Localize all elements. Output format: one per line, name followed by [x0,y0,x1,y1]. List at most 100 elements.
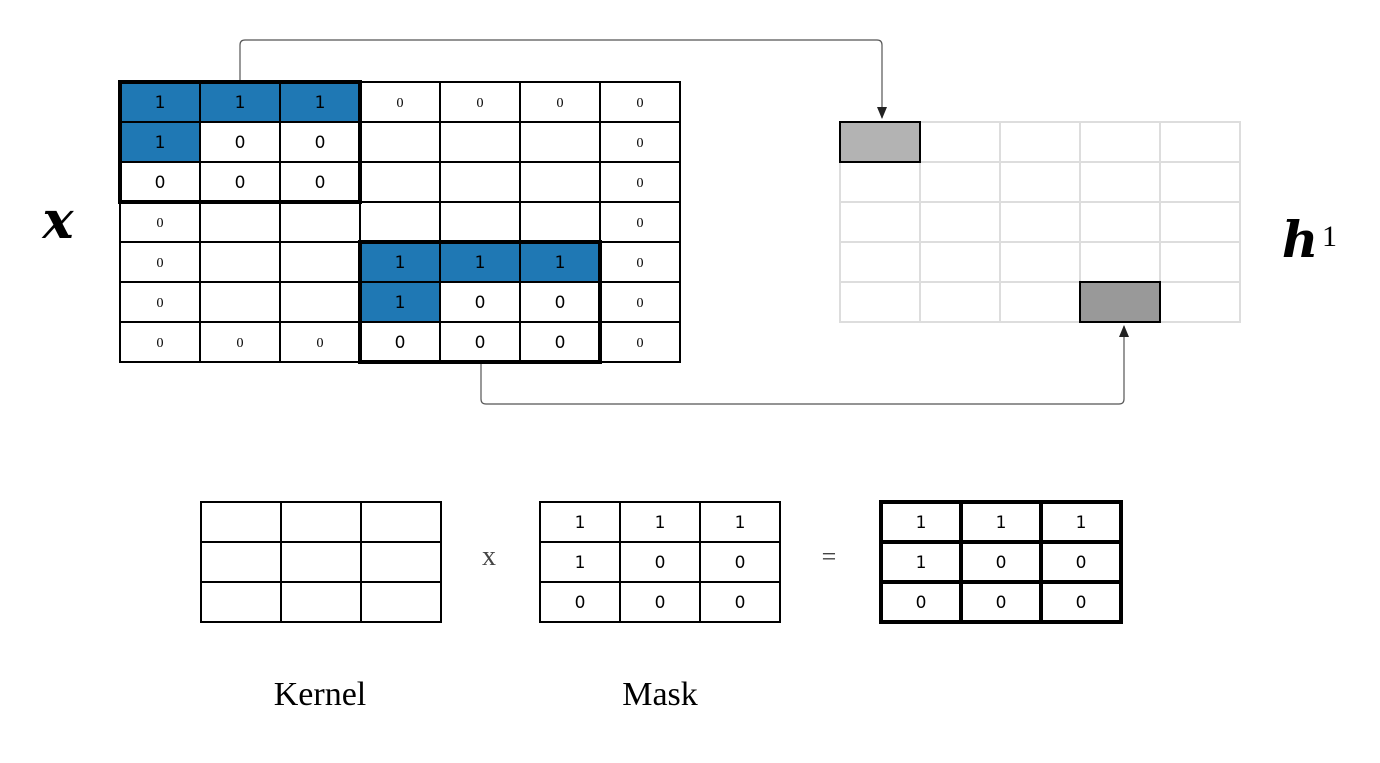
input-cell-value: 1 [155,93,166,113]
output-cell [999,121,1081,163]
kernel-matrix [200,501,442,623]
kernel-label: Kernel [274,676,367,713]
mask-cell [619,581,701,623]
output-cell [839,161,921,203]
input-cell [359,161,441,203]
input-cell [519,161,601,203]
input-cell [279,281,361,323]
input-cell-value: 0 [157,336,164,351]
input-cell-value: 0 [557,96,564,111]
input-cell [199,201,281,243]
input-cell [359,321,441,363]
output-cell-highlight-1 [839,121,921,163]
mask-cell [699,501,781,543]
kernel-cell [360,501,442,543]
output-cell [839,201,921,243]
output-cell [919,241,1001,283]
output-cell [1079,241,1161,283]
input-cell [599,161,681,203]
input-cell-value: 0 [477,96,484,111]
input-cell [439,201,521,243]
result-cell-value: 0 [916,593,927,613]
kernel-cell [200,541,282,583]
input-cell [599,201,681,243]
result-cell [959,580,1043,624]
result-cell-value: 1 [916,513,927,533]
input-cell-value: 0 [637,216,644,231]
input-cell [359,121,441,163]
input-cell-value: 0 [235,133,246,153]
output-cell [999,161,1081,203]
result-cell-value: 0 [996,593,1007,613]
input-cell-value: 0 [317,336,324,351]
input-cell-value: 0 [637,96,644,111]
mask-cell [699,581,781,623]
result-cell-value: 1 [1076,513,1087,533]
input-cell [599,321,681,363]
output-symbol-h: h [1282,210,1318,269]
output-cell-highlight-2 [1079,281,1161,323]
receptive-field-window-2 [358,240,602,364]
input-cell [279,241,361,283]
output-cell [1159,161,1241,203]
input-cell [439,161,521,203]
output-cell [919,121,1001,163]
mask-label: Mask [622,676,698,713]
kernel-cell [280,501,362,543]
mask-cell-value: 1 [655,513,666,533]
output-feature-map-h1 [839,121,1241,323]
output-cell [839,241,921,283]
result-cell [1039,540,1123,584]
mask-cell-value: 0 [655,593,666,613]
result-cell [1039,500,1123,544]
input-cell-value: 0 [555,333,566,353]
output-cell [919,201,1001,243]
kernel-cell [280,541,362,583]
result-cell [959,500,1043,544]
input-cell-value: 0 [475,333,486,353]
input-cell-value: 0 [157,256,164,271]
arrow-bottom-connector [480,326,1125,405]
result-cell [1039,580,1123,624]
output-cell [919,161,1001,203]
input-cell-value: 0 [237,336,244,351]
kernel-cell [200,581,282,623]
arrow-top-connector [239,39,883,118]
kernel-cell [280,581,362,623]
input-cell [599,81,681,123]
output-cell [839,281,921,323]
result-cell [879,580,963,624]
input-cell [519,201,601,243]
input-cell-value: 0 [637,296,644,311]
arrow-bottom-head [1119,325,1129,337]
input-cell-value: 0 [395,333,406,353]
result-cell-value: 0 [1076,593,1087,613]
mask-cell-value: 1 [575,513,586,533]
input-cell-value: 1 [555,253,566,273]
input-cell-value: 0 [637,176,644,191]
input-cell-value: 1 [235,93,246,113]
input-cell-value: 0 [315,133,326,153]
result-cell-value: 0 [996,553,1007,573]
output-cell [999,241,1081,283]
input-cell [279,81,361,123]
output-cell [999,281,1081,323]
mask-cell-value: 1 [575,553,586,573]
input-cell [519,321,601,363]
input-cell [199,281,281,323]
input-cell-value: 0 [555,293,566,313]
kernel-cell [200,501,282,543]
output-cell [1079,201,1161,243]
input-cell [519,81,601,123]
output-superscript: 1 [1322,220,1337,253]
input-cell-value: 0 [155,173,166,193]
input-cell [359,281,441,323]
output-cell [999,201,1081,243]
receptive-field-window-1 [118,80,362,204]
mask-cell-value: 1 [735,513,746,533]
input-cell-value: 0 [397,96,404,111]
